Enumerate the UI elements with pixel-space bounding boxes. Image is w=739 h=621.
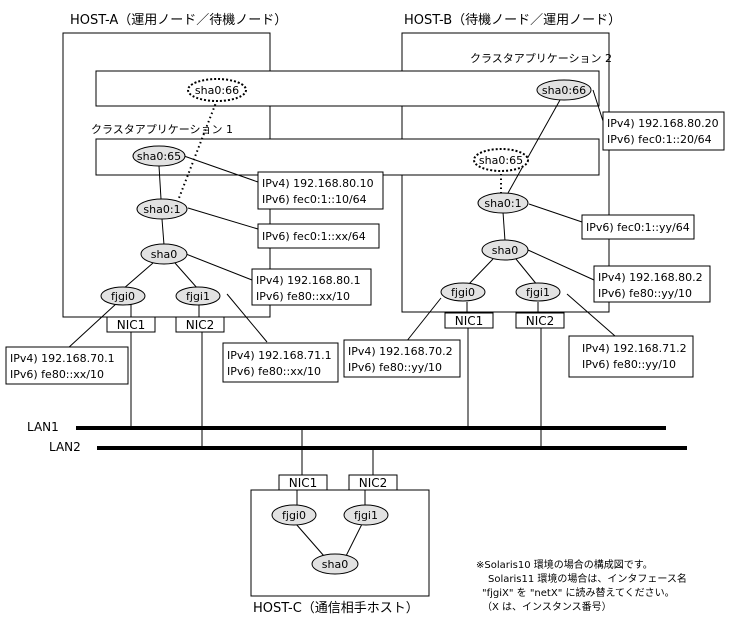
host-c-nic2: NIC2: [348, 474, 398, 491]
svg-text:IPv6) fe80::xx/10: IPv6) fe80::xx/10: [10, 368, 104, 381]
svg-text:fjgi0: fjgi0: [451, 286, 475, 299]
host-b-sha0-66-node: sha0:66: [536, 79, 592, 101]
svg-text:sha0: sha0: [151, 248, 177, 261]
svg-text:IPv4) 192.168.80.20: IPv4) 192.168.80.20: [607, 117, 719, 130]
host-b-title: HOST-B（待機ノード／運用ノード）: [404, 13, 621, 28]
host-b-sha0-65-node: sha0:65: [473, 148, 529, 172]
host-b-sha0-node: sha0: [481, 239, 529, 261]
host-b-fjgi1-node: fjgi1: [515, 282, 561, 302]
svg-text:fjgi1: fjgi1: [526, 286, 550, 299]
svg-text:IPv4) 192.168.70.1: IPv4) 192.168.70.1: [10, 352, 115, 365]
footnote-line-4: （X は、インスタンス番号）: [482, 601, 612, 613]
svg-text:IPv4) 192.168.71.2: IPv4) 192.168.71.2: [582, 342, 687, 355]
host-c-box: [250, 489, 430, 597]
callout-a-sha0: IPv4) 192.168.80.1 IPv6) fe80::xx/10: [251, 268, 372, 306]
svg-text:IPv4) 192.168.70.2: IPv4) 192.168.70.2: [348, 345, 453, 358]
svg-text:IPv6) fe80::yy/10: IPv6) fe80::yy/10: [598, 287, 692, 300]
callout-b-fjgi0: IPv4) 192.168.70.2 IPv6) fe80::yy/10: [343, 339, 461, 378]
host-a-nic2: NIC2: [175, 316, 225, 333]
svg-text:fjgi0: fjgi0: [282, 509, 306, 522]
svg-text:sha0:1: sha0:1: [484, 197, 521, 210]
svg-text:IPv6) fec0:1::xx/64: IPv6) fec0:1::xx/64: [262, 230, 366, 243]
host-b-sha0-1-node: sha0:1: [477, 192, 529, 214]
svg-text:NIC2: NIC2: [186, 318, 215, 332]
svg-text:sha0:65: sha0:65: [137, 150, 181, 163]
svg-text:sha0: sha0: [492, 244, 518, 257]
lan2-label: LAN2: [49, 440, 81, 454]
host-a-nic1: NIC1: [106, 316, 156, 333]
svg-text:sha0:1: sha0:1: [143, 203, 180, 216]
host-a-sha0-node: sha0: [140, 243, 188, 265]
svg-text:fjgi0: fjgi0: [111, 290, 135, 303]
svg-text:IPv6) fec0:1::10/64: IPv6) fec0:1::10/64: [262, 193, 367, 206]
cluster-app-2-label: クラスタアプリケーション 2: [470, 52, 612, 65]
host-a-title: HOST-A（運用ノード／待機ノード）: [70, 13, 287, 28]
footnote-line-1: ※Solaris10 環境の場合の構成図です。: [476, 558, 653, 571]
svg-text:NIC2: NIC2: [526, 314, 555, 328]
svg-text:IPv4) 192.168.80.10: IPv4) 192.168.80.10: [262, 177, 374, 190]
host-c-title: HOST-C（通信相手ホスト）: [253, 601, 419, 616]
svg-text:NIC2: NIC2: [359, 476, 388, 490]
host-b-nic1: NIC1: [444, 312, 494, 329]
host-a-fjgi1-node: fjgi1: [175, 286, 221, 306]
svg-text:NIC1: NIC1: [117, 318, 146, 332]
svg-text:fjgi1: fjgi1: [354, 509, 378, 522]
callout-b-fjgi1: IPv4) 192.168.71.2 IPv6) fe80::yy/10: [568, 335, 694, 378]
svg-text:sha0:66: sha0:66: [195, 84, 239, 97]
svg-text:IPv6) fe80::yy/10: IPv6) fe80::yy/10: [348, 361, 442, 374]
cluster-app-1-label: クラスタアプリケーション 1: [91, 123, 233, 136]
callout-a-sha0-65: IPv4) 192.168.80.10 IPv6) fec0:1::10/64: [257, 171, 384, 210]
footnote: ※Solaris10 環境の場合の構成図です。 Solaris11 環境の場合は…: [476, 558, 687, 613]
host-b-fjgi0-node: fjgi0: [440, 282, 486, 302]
footnote-line-3: "fjgiX" を "netX" に読み替えてください。: [482, 586, 675, 599]
svg-text:sha0:65: sha0:65: [479, 154, 523, 167]
callout-a-fjgi1: IPv4) 192.168.71.1 IPv6) fe80::xx/10: [222, 342, 339, 383]
svg-text:IPv6) fec0:1::20/64: IPv6) fec0:1::20/64: [607, 133, 712, 146]
callout-a-sha0-1: IPv6) fec0:1::xx/64: [257, 223, 380, 249]
footnote-line-2: Solaris11 環境の場合は、インタフェース名: [488, 572, 687, 585]
callout-b-sha0-66: IPv4) 192.168.80.20 IPv6) fec0:1::20/64: [602, 111, 725, 151]
svg-text:IPv4) 192.168.80.2: IPv4) 192.168.80.2: [598, 271, 703, 284]
svg-text:NIC1: NIC1: [455, 314, 484, 328]
host-c-nic1: NIC1: [278, 474, 328, 491]
host-a-sha0-1-node: sha0:1: [136, 198, 188, 220]
callout-b-sha0: IPv4) 192.168.80.2 IPv6) fe80::yy/10: [593, 265, 711, 303]
svg-text:IPv4) 192.168.80.1: IPv4) 192.168.80.1: [256, 274, 361, 287]
callout-a-fjgi0: IPv4) 192.168.70.1 IPv6) fe80::xx/10: [5, 346, 129, 385]
svg-text:IPv6) fe80::xx/10: IPv6) fe80::xx/10: [227, 365, 321, 378]
svg-text:IPv6) fe80::xx/10: IPv6) fe80::xx/10: [256, 290, 350, 303]
host-c-fjgi0-node: fjgi0: [271, 504, 317, 526]
svg-text:fjgi1: fjgi1: [186, 290, 210, 303]
svg-text:IPv6) fec0:1::yy/64: IPv6) fec0:1::yy/64: [586, 221, 690, 234]
host-a-sha0-66-node: sha0:66: [187, 78, 247, 102]
host-a-sha0-65-node: sha0:65: [132, 145, 186, 167]
host-c-fjgi1-node: fjgi1: [343, 504, 389, 526]
lan1-label: LAN1: [27, 420, 59, 434]
svg-text:sha0: sha0: [322, 558, 348, 571]
svg-text:IPv6) fe80::yy/10: IPv6) fe80::yy/10: [582, 358, 676, 371]
host-a-fjgi0-node: fjgi0: [100, 286, 146, 306]
host-c-sha0-node: sha0: [311, 553, 359, 575]
svg-text:NIC1: NIC1: [289, 476, 318, 490]
host-b-nic2: NIC2: [515, 312, 565, 329]
svg-text:IPv4) 192.168.71.1: IPv4) 192.168.71.1: [227, 349, 332, 362]
svg-text:sha0:66: sha0:66: [542, 84, 586, 97]
callout-b-sha0-1: IPv6) fec0:1::yy/64: [581, 214, 695, 240]
cluster-app-2-band: [95, 70, 600, 107]
